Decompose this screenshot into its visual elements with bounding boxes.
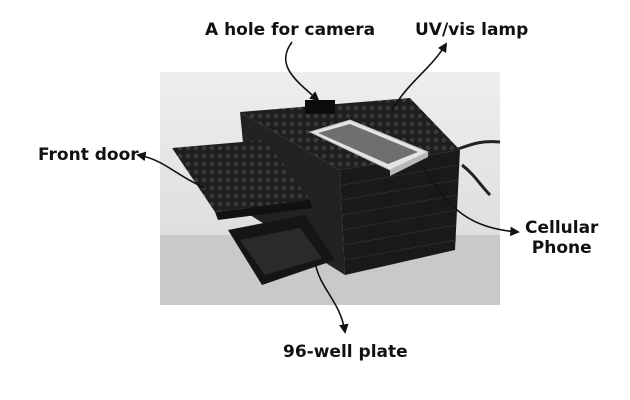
label-front-door: Front door <box>38 145 139 165</box>
arrow-lamp <box>391 42 448 111</box>
label-96-well-plate: 96-well plate <box>283 342 408 362</box>
label-cellular-phone-line1: Cellular <box>525 218 599 238</box>
arrow-camera <box>284 41 320 102</box>
annotation-arrows <box>136 41 520 334</box>
label-cellular-phone-line2: Phone <box>531 238 592 258</box>
front-door <box>172 140 312 220</box>
arrow-phone <box>424 169 520 237</box>
arrow-plate <box>314 261 349 334</box>
cellular-phone <box>308 119 430 176</box>
camera-hole <box>305 100 335 114</box>
well-plate-tray <box>228 215 335 285</box>
label-camera-hole: A hole for camera <box>205 20 376 40</box>
label-cellular-phone: Cellular Phone <box>525 218 598 258</box>
label-uv-lamp: UV/vis lamp <box>415 20 529 40</box>
arrow-door <box>136 151 206 189</box>
